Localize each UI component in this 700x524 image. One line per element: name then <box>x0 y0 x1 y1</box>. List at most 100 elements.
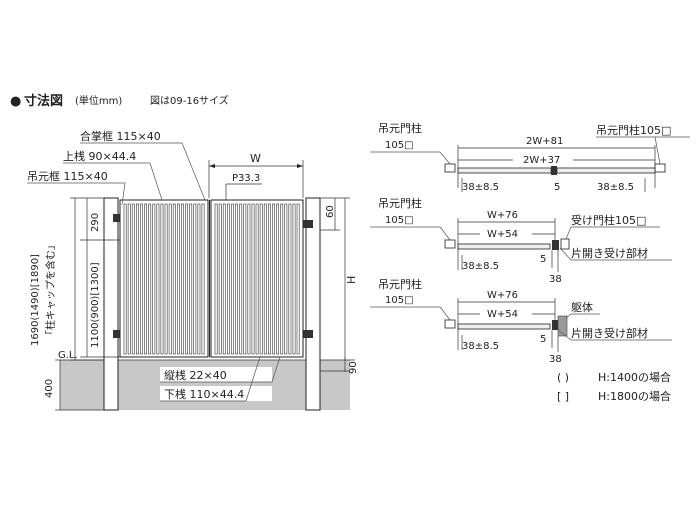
vertical-slat <box>296 203 300 355</box>
right-vertical-slats <box>214 203 300 355</box>
legend-text-1400: H:1400の場合 <box>598 370 671 384</box>
vertical-slat <box>231 203 234 355</box>
vertical-slat <box>247 203 251 355</box>
plan3-right-label2: 片開き受け部材 <box>571 326 648 340</box>
plan2-post-label: 吊元門柱 <box>378 196 422 210</box>
legend-bracket-square: [ ] <box>557 390 569 403</box>
plan2-outer: W+76 <box>487 210 518 221</box>
plan2-right-label: 受け門柱105□ <box>571 213 646 227</box>
dim-right-60: 60 <box>325 205 336 218</box>
plan1-left-offset: 38±8.5 <box>462 182 499 193</box>
front-view: W P33.3 合掌框 115×40 上桟 90×44.4 吊元框 115×40… <box>27 129 359 411</box>
vertical-slat <box>127 203 131 355</box>
vertical-slat <box>280 203 284 355</box>
vertical-slat <box>263 203 267 355</box>
vertical-slat <box>164 203 168 355</box>
vertical-slat <box>292 203 296 355</box>
plan3-gap: 5 <box>540 334 546 345</box>
vertical-slat <box>172 203 176 355</box>
header-bullet: ● <box>10 94 21 109</box>
vertical-slat <box>140 203 143 355</box>
plan3-left-offset: 38±8.5 <box>462 341 499 352</box>
vertical-slat <box>235 203 239 355</box>
vertical-slat <box>259 203 263 355</box>
plan2-gap: 5 <box>540 254 546 265</box>
vertical-slat <box>267 203 271 355</box>
vertical-slat <box>185 203 189 355</box>
plan1-outer: 2W+81 <box>526 136 563 147</box>
vertical-slat <box>136 203 139 355</box>
dim-bottom-90: 90 <box>348 361 359 374</box>
vertical-slat <box>131 203 135 355</box>
vertical-slat <box>144 203 148 355</box>
unit-note: (単位mm) <box>75 94 122 107</box>
page-title: 寸法図 <box>24 93 63 109</box>
vertical-slat <box>227 203 230 355</box>
label-vertical-rail: 縦桟 22×40 <box>164 368 227 382</box>
label-hinge-frame: 吊元框 115×40 <box>27 170 108 183</box>
plan1-center: 5 <box>554 182 560 193</box>
label-lower-rail: 下桟 110×44.4 <box>164 387 244 401</box>
vertical-slat <box>189 203 193 355</box>
plan3-post-label: 吊元門柱 <box>378 277 422 291</box>
dim-total-height: 1690(1490)[1890] <box>30 254 41 346</box>
dim-width: W <box>250 152 261 165</box>
vertical-slat <box>201 203 205 355</box>
vertical-slat <box>218 203 222 355</box>
vertical-slat <box>276 203 280 355</box>
vertical-slat <box>239 203 243 355</box>
vertical-slat <box>284 203 288 355</box>
plan-view-wall: 吊元門柱 105□ W+76 W+54 躯体 片開き受け部材 38±8.5 5 … <box>370 277 672 365</box>
plan2-inner: W+54 <box>487 229 518 240</box>
vertical-slat <box>288 203 292 355</box>
plan1-right-offset: 38±8.5 <box>597 182 634 193</box>
label-gl: G.L. <box>58 350 78 361</box>
vertical-slat <box>152 203 156 355</box>
plan1-right-label: 吊元門柱105□ <box>596 123 671 137</box>
legend: ( ) H:1400の場合 [ ] H:1800の場合 <box>557 370 671 403</box>
legend-text-1800: H:1800の場合 <box>598 389 671 403</box>
vertical-slat <box>123 203 127 355</box>
vertical-slat <box>160 203 164 355</box>
plan1-inner: 2W+37 <box>523 155 560 166</box>
plan2-end: 38 <box>549 274 562 285</box>
left-vertical-slats <box>123 203 205 355</box>
plan1-post-label: 吊元門柱 <box>378 121 422 135</box>
vertical-slat <box>148 203 152 355</box>
plan2-leaf <box>457 243 551 250</box>
plan1-post-size: 105□ <box>385 140 414 151</box>
wall-body <box>557 315 568 337</box>
vertical-slat <box>193 203 197 355</box>
plan3-outer: W+76 <box>487 290 518 301</box>
plan-view-single-post: 吊元門柱 105□ W+76 W+54 受け門柱105□ 片開き受け部材 38±… <box>370 196 672 285</box>
vertical-slat <box>255 203 259 355</box>
vertical-slat <box>272 203 275 355</box>
vertical-slat <box>168 203 172 355</box>
plan1-leaf-left <box>457 167 552 174</box>
left-post <box>103 197 119 411</box>
hinge-bracket <box>303 220 313 228</box>
right-post <box>305 197 321 411</box>
plan3-leaf <box>457 323 551 330</box>
dim-depth-400: 400 <box>44 379 55 398</box>
plan-view-double: 吊元門柱 105□ 吊元門柱105□ 2W+81 2W+37 38±8.5 5 … <box>370 121 690 193</box>
plan3-right-label: 躯体 <box>571 300 593 314</box>
dim-incl-cap: 「柱キャップを含む」 <box>44 240 57 340</box>
vertical-slat <box>156 203 160 355</box>
dim-inner-height: 1100(900)[1300] <box>90 262 101 348</box>
plan2-left-offset: 38±8.5 <box>462 261 499 272</box>
vertical-slat <box>177 203 180 355</box>
vertical-slat <box>251 203 255 355</box>
vertical-slat <box>197 203 201 355</box>
dim-height: H <box>345 276 358 284</box>
hinge-bracket <box>303 330 313 338</box>
vertical-slat <box>214 203 218 355</box>
plan1-leaf-right <box>556 167 656 174</box>
vertical-slat <box>181 203 184 355</box>
label-upper-rail: 上桟 90×44.4 <box>63 149 136 163</box>
size-note: 図は09-16サイズ <box>150 94 229 107</box>
dim-pitch: P33.3 <box>232 173 260 184</box>
dim-top-290: 290 <box>90 213 101 232</box>
plan2-right-label2: 片開き受け部材 <box>571 246 648 260</box>
